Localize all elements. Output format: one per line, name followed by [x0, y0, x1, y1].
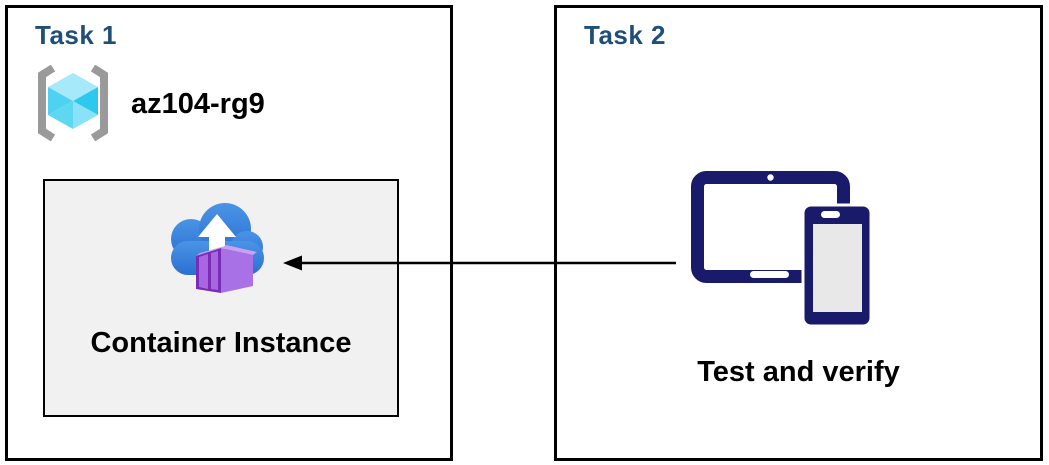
- container-instance-icon: [165, 199, 270, 299]
- container-instance-label: Container Instance: [90, 327, 352, 359]
- task1-box: Task 1 az104-rg9: [5, 5, 453, 461]
- devices-icon: [684, 164, 876, 339]
- left-arrow-connector: [280, 251, 680, 275]
- resource-group-name: az104-rg9: [131, 88, 265, 120]
- task2-title: Task 2: [584, 20, 667, 50]
- resource-group-icon: [32, 64, 114, 146]
- test-and-verify-label: Test and verify: [697, 356, 900, 388]
- task1-title: Task 1: [35, 20, 118, 50]
- container-instance-box: Container Instance: [43, 179, 399, 417]
- task2-box: Task 2 Test and verify: [554, 5, 1043, 461]
